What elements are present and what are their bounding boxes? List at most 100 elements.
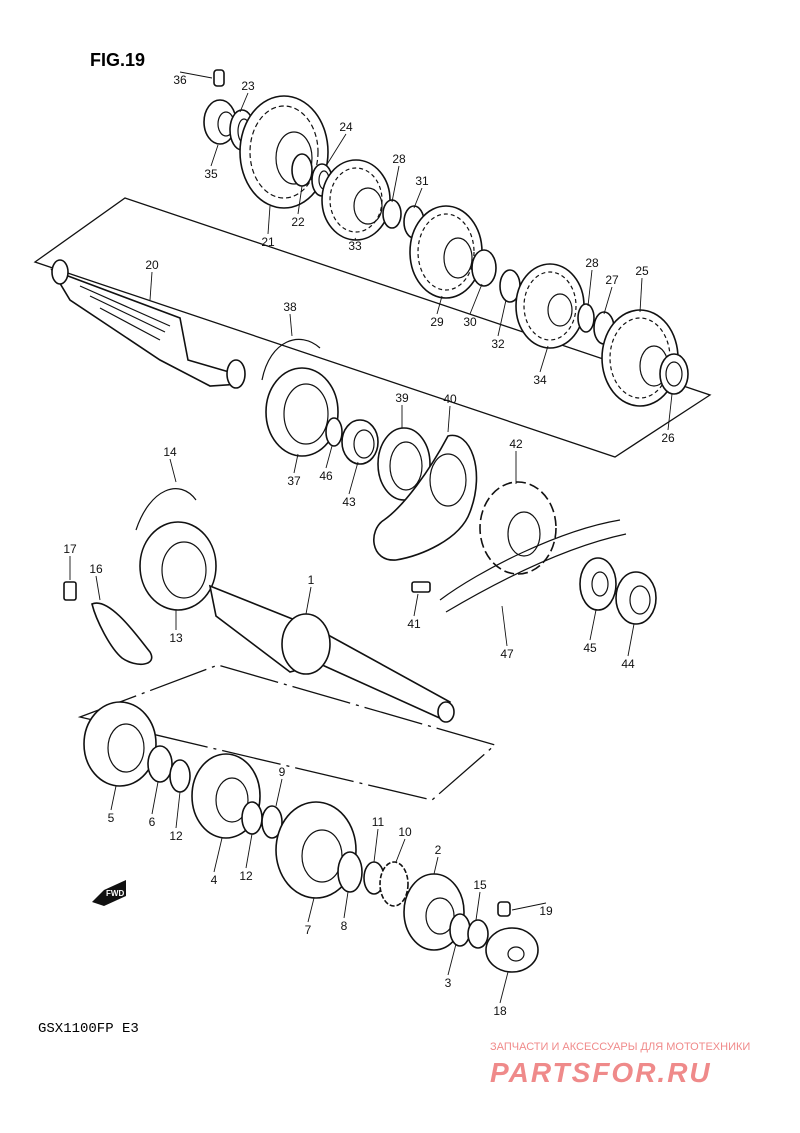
spacer-43 (341, 419, 379, 465)
washer-3 (449, 913, 471, 947)
sprocket-42 (479, 481, 557, 575)
retainer-plate-40 (373, 434, 478, 561)
part-number-label: 26 (661, 431, 675, 445)
leader-line (245, 833, 253, 869)
o-ring-46 (325, 417, 343, 447)
part-number-label: 12 (239, 869, 253, 883)
part-number-label: 38 (283, 300, 297, 314)
bearing-18 (485, 927, 539, 973)
bearing-13 (139, 521, 217, 611)
bolt-41 (411, 581, 431, 593)
leader-line (169, 458, 177, 483)
part-number-label: 22 (291, 215, 305, 229)
nut-44 (615, 571, 657, 625)
washer-12b (241, 801, 263, 835)
bushing-26 (659, 353, 689, 395)
washer-22 (291, 153, 313, 187)
leader-line (497, 299, 507, 337)
watermark-brand: PARTSFOR.RU (490, 1057, 712, 1088)
gear-7 (275, 801, 357, 899)
part-number-label: 31 (415, 174, 429, 188)
pin-19 (497, 901, 511, 917)
leader-line (587, 269, 593, 307)
leader-line (307, 897, 315, 923)
leader-line (149, 271, 153, 301)
washer-10 (379, 861, 409, 907)
part-number-label: 39 (395, 391, 409, 405)
pin-36 (213, 69, 225, 87)
part-number-label: 11 (372, 815, 385, 829)
leader-line (667, 393, 673, 431)
leader-line (179, 71, 213, 79)
part-number-label: 4 (211, 873, 218, 887)
part-number-label: 41 (407, 617, 421, 631)
part-number-label: 21 (261, 235, 275, 249)
leader-line (343, 891, 349, 919)
part-number-label: 28 (392, 152, 406, 166)
washer-12 (169, 759, 191, 793)
part-number-label: 3 (445, 976, 452, 990)
bracket-16 (91, 602, 153, 665)
leader-line (325, 445, 333, 469)
part-number-label: 1 (308, 573, 315, 587)
part-number-label: 43 (342, 495, 356, 509)
driveshaft-1 (208, 584, 455, 723)
leader-line (391, 165, 400, 203)
leader-line (373, 828, 379, 863)
part-number-label: 33 (348, 239, 362, 253)
leader-line (354, 237, 357, 241)
washer-45 (579, 557, 617, 611)
leader-line (501, 605, 508, 647)
part-number-label: 13 (169, 631, 183, 645)
leader-line (539, 345, 549, 373)
part-number-label: 35 (204, 167, 218, 181)
part-number-label: 45 (583, 641, 597, 655)
leader-line (395, 838, 406, 863)
figure-title: FIG.19 (90, 50, 145, 70)
part-number-label: 9 (279, 765, 286, 779)
bolt-17 (63, 581, 77, 601)
leader-line (297, 185, 303, 215)
part-number-label: 18 (493, 1004, 507, 1018)
circlip-14 (135, 488, 197, 531)
part-number-label: 7 (305, 923, 312, 937)
washer-28 (382, 199, 402, 229)
part-number-label: 19 (539, 904, 553, 918)
circlip-38 (261, 338, 321, 381)
driveshaft-outline (77, 664, 497, 801)
leader-line (289, 313, 293, 337)
leader-line (589, 609, 597, 641)
leader-line (627, 623, 635, 657)
part-number-label: 27 (605, 273, 619, 287)
part-number-label: 15 (473, 878, 487, 892)
gear-29 (409, 205, 483, 299)
leader-line (475, 891, 481, 921)
leader-line (239, 92, 249, 113)
leader-line (413, 187, 423, 209)
circlip-9 (261, 805, 283, 839)
leader-line (325, 133, 347, 167)
leader-line (639, 277, 643, 313)
part-number-label: 24 (339, 120, 353, 134)
part-number-label: 23 (241, 79, 255, 93)
bushing-6 (147, 745, 173, 783)
bushing-8 (337, 851, 363, 893)
bearing-37 (265, 367, 339, 457)
part-number-label: 28 (585, 256, 599, 270)
leader-line (436, 295, 443, 315)
leader-line (305, 586, 312, 615)
part-number-label: 37 (287, 474, 301, 488)
part-number-label: 12 (169, 829, 183, 843)
leader-line (175, 791, 181, 829)
leader-line (213, 837, 223, 873)
countershaft-20 (50, 259, 246, 389)
countershaft-outline (33, 197, 712, 458)
part-number-label: 14 (163, 445, 177, 459)
part-number-label: 8 (341, 919, 348, 933)
part-number-label: 20 (145, 258, 159, 272)
part-number-label: 44 (621, 657, 635, 671)
watermark-tagline: ЗАПЧАСТИ И АКСЕССУАРЫ ДЛЯ МОТОТЕХНИКИ (490, 1041, 750, 1053)
leader-line (348, 461, 359, 495)
